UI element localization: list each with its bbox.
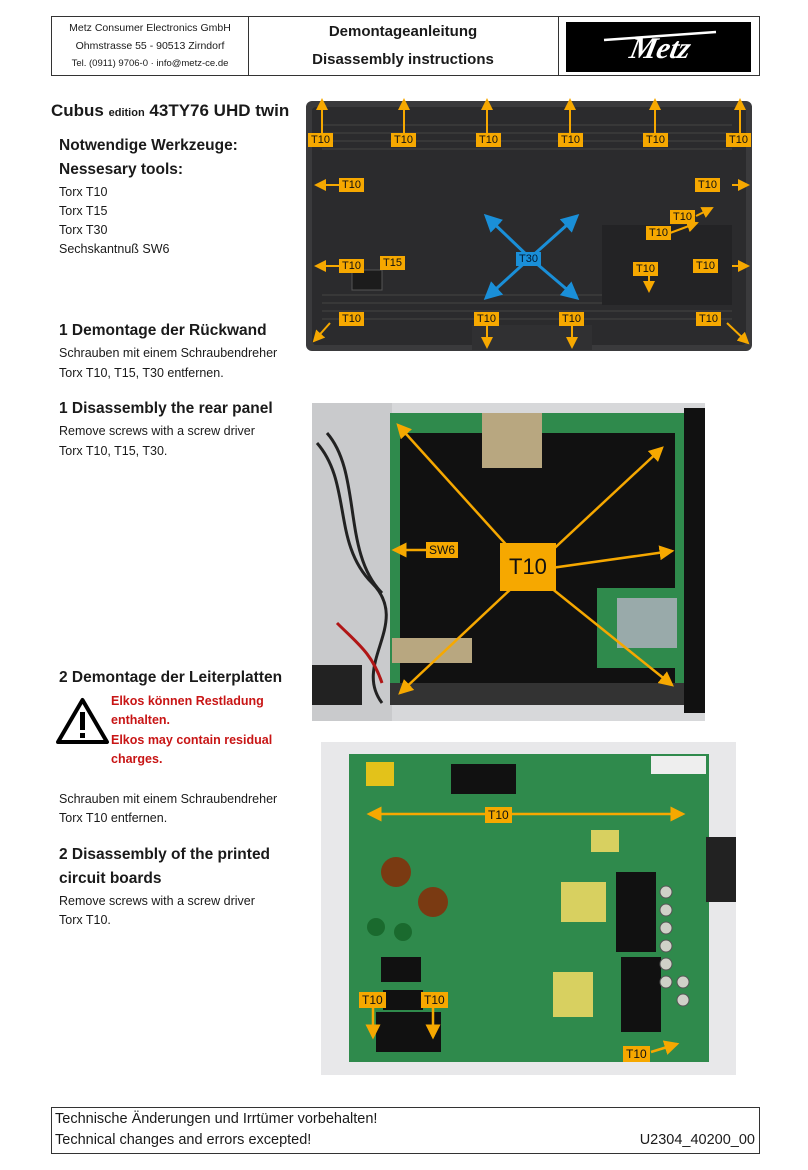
warning-line: enthalten.	[111, 713, 171, 727]
label-t10: T10	[391, 133, 416, 147]
label-t10: T10	[633, 262, 658, 276]
warning-line: Elkos können Restladung	[111, 694, 264, 708]
document-code: U2304_40200_00	[639, 1132, 755, 1148]
step1-heading-en: 1 Disassembly the rear panel	[59, 400, 273, 417]
label-t10: T10	[696, 312, 721, 326]
tool-item: Torx T15	[59, 204, 108, 218]
step2-heading-de: 2 Demontage der Leiterplatten	[59, 669, 283, 686]
label-t30: T30	[516, 252, 541, 266]
step2-text-de-2: Torx T10 entfernen.	[59, 811, 168, 825]
label-t10: T10	[558, 133, 583, 147]
rear-panel-photo: T10 T10 T10 T10 T10 T10 T10 T10 T10 T10 …	[302, 95, 756, 357]
header-box: Metz Consumer Electronics GmbH Ohmstrass…	[51, 16, 760, 76]
tools-heading-de: Notwendige Werkzeuge:	[59, 137, 238, 154]
footer-line-en: Technical changes and errors excepted!	[55, 1132, 312, 1148]
company-name: Metz Consumer Electronics GmbH	[69, 22, 231, 34]
tools-heading-en: Nessesary tools:	[59, 161, 184, 178]
warning-icon	[55, 697, 110, 745]
step2-text-en-1: Remove screws with a screw driver	[59, 894, 255, 908]
main-board-photo: T10 SW6	[312, 403, 705, 721]
tool-item: Torx T10	[59, 185, 108, 199]
company-street: Ohmstrasse 55 - 90513 Zirndorf	[75, 40, 225, 52]
model-name: 43TY76 UHD twin	[149, 101, 290, 120]
label-t10: T10	[695, 178, 720, 192]
company-contact: Tel. (0911) 9706-0 · info@metz-ce.de	[71, 58, 229, 69]
label-t10: T10	[339, 259, 364, 273]
label-t10: T10	[359, 992, 386, 1008]
title-de: Demontageanleitung	[328, 23, 478, 40]
tool-item: Torx T30	[59, 223, 108, 237]
logo-cell: Metz	[558, 17, 759, 75]
step1-text-de-1: Schrauben mit einem Schraubendreher	[59, 346, 278, 360]
model-prefix: Cubus	[51, 101, 104, 120]
footer-box: Technische Änderungen und Irrtümer vorbe…	[51, 1107, 760, 1154]
label-t10: T10	[485, 807, 512, 823]
label-t10: T10	[339, 312, 364, 326]
step2-heading-en-2: circuit boards	[59, 870, 162, 887]
step2-heading-en-1: 2 Disassembly of the printed	[59, 846, 271, 863]
title-cell: Demontageanleitung Disassembly instructi…	[248, 17, 559, 75]
label-t10: T10	[693, 259, 718, 273]
label-t10: T10	[308, 133, 333, 147]
label-t15: T15	[380, 256, 405, 270]
label-t10: T10	[623, 1046, 650, 1062]
step2-text-en-2: Torx T10.	[59, 913, 111, 927]
step1-text-en-1: Remove screws with a screw driver	[59, 424, 255, 438]
step1-text-en-2: Torx T10, T15, T30.	[59, 444, 168, 458]
label-t10: T10	[339, 178, 364, 192]
model-title: Cubus edition 43TY76 UHD twin	[51, 101, 289, 121]
company-cell: Metz Consumer Electronics GmbH Ohmstrass…	[52, 17, 249, 75]
label-t10: T10	[474, 312, 499, 326]
tool-item: Sechskantnuß SW6	[59, 242, 170, 256]
label-t10: T10	[421, 992, 448, 1008]
label-t10: T10	[500, 543, 556, 591]
label-t10: T10	[646, 226, 671, 240]
model-edition: edition	[108, 107, 145, 119]
title-en: Disassembly instructions	[312, 51, 494, 68]
label-t10: T10	[643, 133, 668, 147]
label-t10: T10	[726, 133, 751, 147]
label-t10: T10	[476, 133, 501, 147]
power-board-photo: T10 T10 T10 T10	[321, 742, 736, 1075]
step2-text-de-1: Schrauben mit einem Schraubendreher	[59, 792, 278, 806]
step1-text-de-2: Torx T10, T15, T30 entfernen.	[59, 366, 224, 380]
metz-logo: Metz	[566, 22, 751, 72]
footer-line-de: Technische Änderungen und Irrtümer vorbe…	[55, 1111, 378, 1127]
label-sw6: SW6	[426, 542, 459, 558]
warning-line: Elkos may contain residual	[111, 733, 273, 747]
label-t10: T10	[670, 210, 695, 224]
step1-heading-de: 1 Demontage der Rückwand	[59, 322, 267, 339]
label-t10: T10	[559, 312, 584, 326]
warning-line: charges.	[111, 752, 163, 766]
